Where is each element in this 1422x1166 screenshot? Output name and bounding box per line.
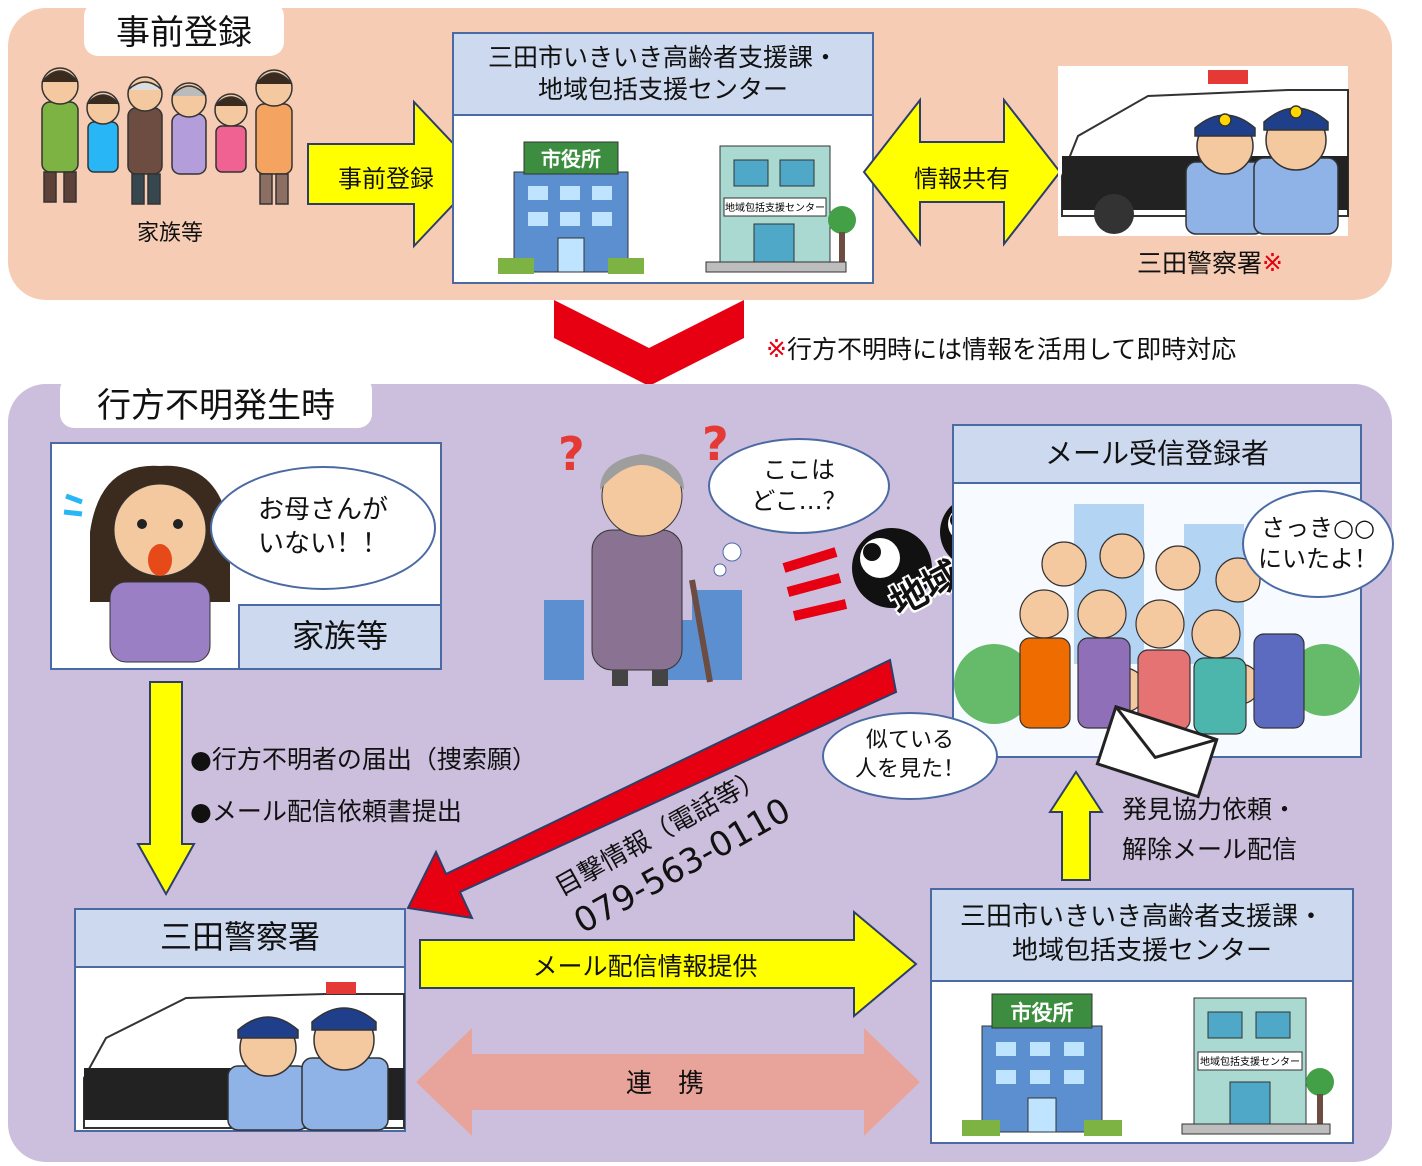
family-illustration xyxy=(41,67,293,205)
city-office-box-bottom: 三田市いきいき高齢者支援課・ 地域包括支援センター 市役所 地域包括支援センター xyxy=(930,888,1354,1144)
police-illustration-bottom xyxy=(83,982,405,1131)
step-search-request: ●行方不明者の届出（捜索願） xyxy=(190,745,537,774)
city-office-header-line1: 三田市いきいき高齢者支援課・ xyxy=(487,42,838,72)
mail-receivers-header: メール受信登録者 xyxy=(954,426,1360,484)
mail-info-provide-arrow xyxy=(419,909,918,1019)
elder-thought-bubble: ここは どこ…？ xyxy=(708,438,890,534)
city-hall-sign-bottom: 市役所 xyxy=(1011,1001,1074,1025)
family-box-label: 家族等 xyxy=(238,604,442,670)
neighbor-speech-bubble: さっき○○ にいたよ！ xyxy=(1242,490,1394,598)
police-label-top: 三田警察署※ xyxy=(1100,244,1320,280)
registration-arrow-label: 事前登録 xyxy=(338,164,434,193)
police-box-header: 三田警察署 xyxy=(76,910,404,968)
mail-receivers-box: メール受信登録者 xyxy=(952,424,1362,758)
down-chevron xyxy=(554,300,744,386)
support-center-sign: 地域包括支援センター xyxy=(725,201,825,214)
city-office-header-bottom-line2: 地域包括支援センター xyxy=(1011,936,1272,966)
city-hall-sign: 市役所 xyxy=(541,147,601,171)
elder-bubble-line2: どこ…？ xyxy=(751,487,847,515)
mail-envelope-icon xyxy=(1095,704,1219,799)
city-hall-icon: 市役所 xyxy=(498,141,644,274)
support-center-sign-bottom: 地域包括支援センター xyxy=(1200,1055,1300,1068)
report-steps: ●行方不明者の届出（捜索願） ●メール配信依頼書提出 xyxy=(190,734,537,838)
pre-registration-title: 事前登録 xyxy=(84,2,284,56)
request-line1: 発見協力依頼・ xyxy=(1122,795,1298,824)
support-center-icon-bottom: 地域包括支援センター xyxy=(1181,997,1334,1135)
family-label: 家族等 xyxy=(136,221,203,246)
worried-mother-illustration xyxy=(63,465,230,663)
svg-text:?: ? xyxy=(558,427,585,481)
city-office-header-bottom-line1: 三田市いきいき高齢者支援課・ xyxy=(959,902,1324,933)
mail-info-provide-label: メール配信情報提供 xyxy=(532,952,758,981)
police-label-text: 三田警察署 xyxy=(1137,249,1263,278)
elder-bubble-line1: ここは xyxy=(763,455,835,484)
registration-arrow xyxy=(307,99,484,249)
request-text: 発見協力依頼・ 解除メール配信 xyxy=(1122,790,1297,870)
city-office-header-bottom: 三田市いきいき高齢者支援課・ 地域包括支援センター xyxy=(932,890,1352,982)
request-up-arrow xyxy=(1048,770,1104,881)
witness-bubble-line2: 人を見た！ xyxy=(854,757,965,782)
community-crowd-illustration xyxy=(954,484,1360,756)
police-illustration-top xyxy=(1058,66,1349,236)
police-label-mark: ※ xyxy=(1262,247,1283,277)
lost-elder-illustration: ? ? xyxy=(544,417,742,686)
support-center-icon: 地域包括支援センター xyxy=(705,145,856,273)
family-bubble-line1: お母さんが xyxy=(257,495,388,526)
city-buildings-illustration-bottom: 市役所 地域包括支援センター xyxy=(962,993,1334,1136)
family-bubble-line2: いない！！ xyxy=(257,529,388,559)
city-office-header: 三田市いきいき高齢者支援課・ 地域包括支援センター xyxy=(454,34,872,116)
info-share-label: 情報共有 xyxy=(914,164,1010,193)
city-office-box: 三田市いきいき高齢者支援課・ 地域包括支援センター 市役所 地域包括支援センター xyxy=(452,32,874,284)
witness-bubble-line1: 似ている xyxy=(865,728,954,754)
witness-speech-bubble: 似ている 人を見た！ xyxy=(822,712,998,800)
note-text: ※行方不明時には情報を活用して即時対応 xyxy=(766,330,1236,366)
city-hall-icon-bottom: 市役所 xyxy=(962,993,1122,1136)
note-mark: ※ xyxy=(766,333,787,363)
note-body: 行方不明時には情報を活用して即時対応 xyxy=(786,335,1237,364)
report-down-arrow xyxy=(136,681,196,897)
neighbor-bubble-line2: にいたよ！ xyxy=(1258,545,1378,573)
city-office-header-line2: 地域包括支援センター xyxy=(537,75,788,104)
cooperation-label: 連 携 xyxy=(625,1068,704,1099)
city-buildings-illustration: 市役所 地域包括支援センター xyxy=(498,141,856,274)
missing-event-title: 行方不明発生時 xyxy=(60,376,372,428)
cooperation-arrow xyxy=(416,1028,920,1136)
request-line2: 解除メール配信 xyxy=(1122,835,1298,864)
step-mail-request: ●メール配信依頼書提出 xyxy=(190,797,462,826)
family-speech-bubble: お母さんが いない！！ xyxy=(210,466,436,590)
neighbor-bubble-line1: さっき○○ xyxy=(1261,513,1375,542)
police-box: 三田警察署 xyxy=(74,908,406,1132)
witness-report-arrow xyxy=(406,658,898,920)
